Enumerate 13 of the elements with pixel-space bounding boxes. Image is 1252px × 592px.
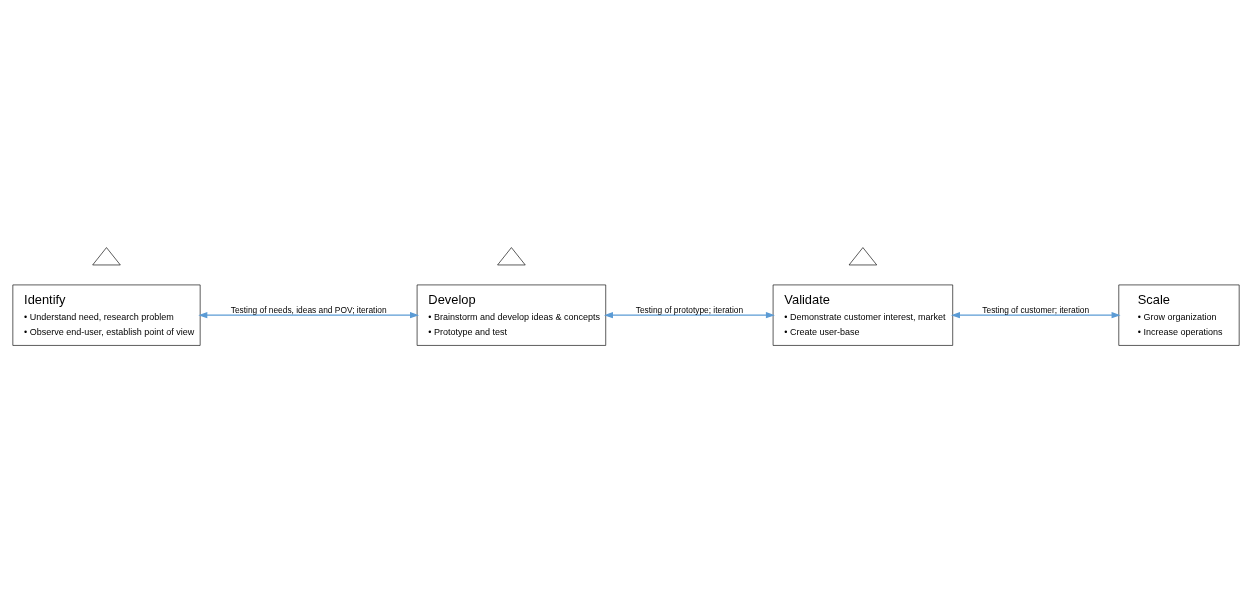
edge-label: Testing of customer; iteration <box>982 304 1090 315</box>
edge-label: Testing of prototype; iteration <box>635 304 744 315</box>
edge-label: Testing of needs, ideas and POV; iteration <box>230 304 387 315</box>
node-box: Scale • Grow organization • Increase operations <box>1118 284 1240 346</box>
node-triangle <box>92 246 121 265</box>
node-triangle <box>497 246 526 265</box>
arrow <box>603 311 775 318</box>
node-box: Develop • Brainstorm and develop ideas & concepts • Prototype and test <box>416 284 607 346</box>
node-box: Validate • Demonstrate customer interest, market • Create user-base <box>772 284 954 346</box>
node-triangle <box>848 246 878 265</box>
node-box: Identify • Understand need, research problem • Observe end-user, establish point of view <box>12 284 201 346</box>
arrow <box>198 311 420 318</box>
arrow <box>950 311 1121 318</box>
